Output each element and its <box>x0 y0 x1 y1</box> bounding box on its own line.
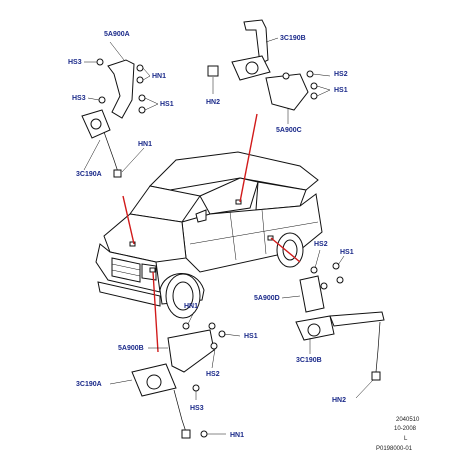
label-hn1-lower: HN1 <box>184 303 198 310</box>
callout-lines <box>122 113 301 353</box>
sensor-assembly-front-left <box>81 41 159 178</box>
part-labels: 5A900A HS3 HN1 HS3 HS1 HN1 3C190A 3C190B… <box>68 31 354 439</box>
label-hn1-front: HN1 <box>138 141 152 148</box>
label-3c190b-right: 3C190B <box>296 357 322 364</box>
label-hs1-top: HS1 <box>334 87 348 94</box>
label-5a900b: 5A900B <box>118 345 144 352</box>
illustration-symbol: L <box>404 436 408 442</box>
sensor-assembly-front-lower <box>109 311 241 439</box>
callout-rear-upper <box>239 113 258 203</box>
label-hs3-left: HS3 <box>72 95 86 102</box>
callout-front-lower <box>152 271 159 353</box>
label-hs2-right: HS2 <box>314 241 328 248</box>
label-hn2-right: HN2 <box>332 397 346 404</box>
label-hs1-right: HS1 <box>340 249 354 256</box>
illustration-date: 10-2008 <box>394 426 417 432</box>
label-5a900c: 5A900C <box>276 127 302 134</box>
illustration-reference: P0198000-01 <box>376 446 413 452</box>
label-3c190a-lower: 3C190A <box>76 381 102 388</box>
label-5a900d: 5A900D <box>254 295 280 302</box>
reference-block: 2040510 10-2008 L P0198000-01 <box>376 417 420 452</box>
label-3c190a-top: 3C190A <box>76 171 102 178</box>
label-hs1-lower: HS1 <box>244 333 258 340</box>
label-hn1-bottom: HN1 <box>230 432 244 439</box>
sensor-assembly-rear-upper <box>207 19 331 124</box>
sensor-assembly-rear-right <box>281 249 385 399</box>
label-5a900a: 5A900A <box>104 31 130 38</box>
callout-front-left <box>122 195 135 245</box>
label-hs3-lower: HS3 <box>190 405 204 412</box>
vehicle-illustration <box>95 151 323 319</box>
label-hn2-top: HN2 <box>206 99 220 106</box>
label-hn1-top: HN1 <box>152 73 166 80</box>
label-hs3-top: HS3 <box>68 59 82 66</box>
callout-rear-right <box>270 237 301 263</box>
label-hs2-lower: HS2 <box>206 371 220 378</box>
label-hs2-top: HS2 <box>334 71 348 78</box>
label-3c190b-top: 3C190B <box>280 35 306 42</box>
label-hs1-left: HS1 <box>160 101 174 108</box>
illustration-code: 2040510 <box>396 417 420 423</box>
